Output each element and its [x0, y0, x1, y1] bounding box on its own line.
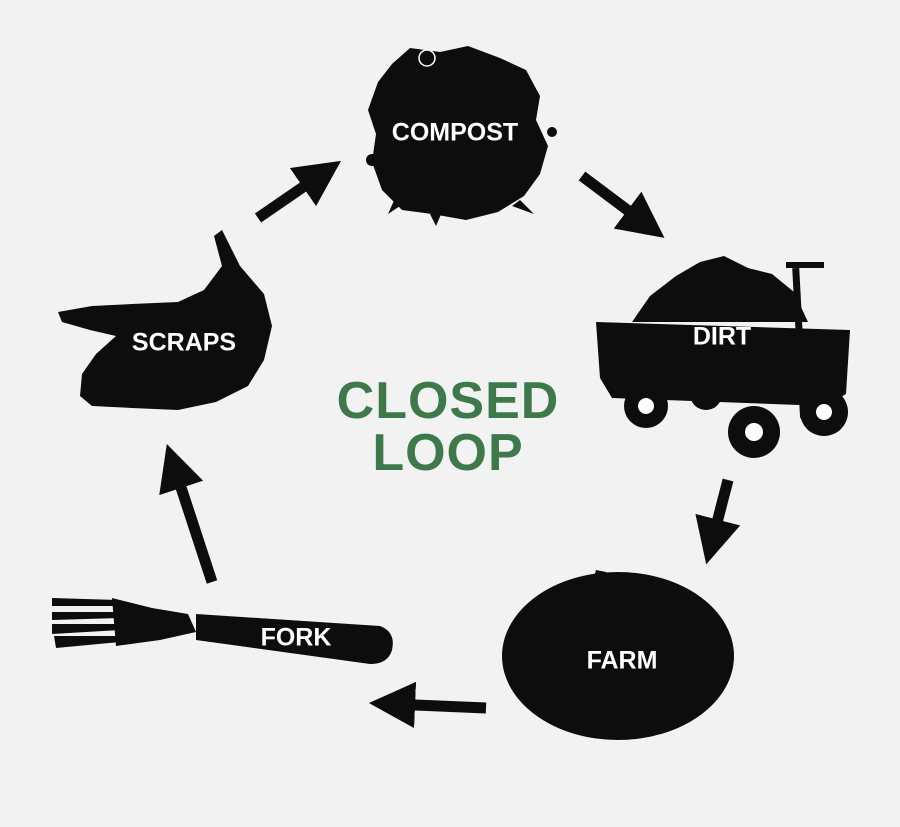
arrow-compost-to-dirt [578, 171, 665, 238]
wagon-icon [596, 256, 850, 458]
arrow-dirt-to-farm [695, 478, 741, 565]
farm-label: FARM [587, 647, 658, 675]
banana-peel-icon [58, 230, 272, 410]
title-line-2: LOOP [372, 424, 523, 482]
fork-label: FORK [261, 624, 332, 652]
node-fork: FORK [52, 598, 393, 664]
arrow-farm-to-fork [368, 681, 487, 729]
node-dirt: DIRT [596, 256, 850, 458]
scraps-label: SCRAPS [132, 329, 236, 357]
dirt-label: DIRT [693, 323, 751, 351]
compost-pile-icon [366, 46, 557, 226]
node-scraps: SCRAPS [58, 230, 272, 410]
arrow-fork-to-scraps [159, 444, 218, 584]
arrow-scraps-to-compost [254, 160, 342, 223]
title-line-1: CLOSED [337, 372, 560, 430]
pumpkin-icon [502, 570, 734, 740]
wagon-wheel-hubs [638, 398, 832, 441]
cycle-arrows [159, 160, 741, 729]
fork-icon [52, 598, 393, 664]
center-title: CLOSED LOOP [337, 372, 560, 482]
compost-label: COMPOST [392, 119, 518, 147]
compost-detail-ring [418, 49, 436, 67]
node-compost: COMPOST [366, 46, 557, 226]
node-farm: FARM [502, 570, 734, 740]
